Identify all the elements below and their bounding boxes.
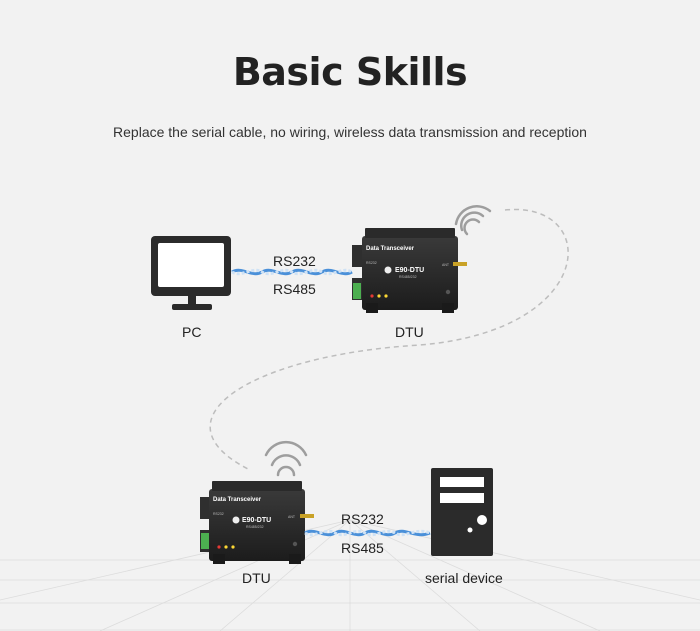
bottom-link-rs485: RS485	[341, 540, 384, 556]
serial-cable-top	[231, 268, 353, 276]
led-power-icon	[370, 294, 374, 298]
top-link-rs485: RS485	[273, 281, 316, 297]
led-rx-icon-bottom	[231, 545, 235, 549]
dtu-top-header: Data Transceiver	[366, 246, 415, 252]
dtu-device-bottom: Data Transceiver RS232 E90-DTU RS485/232…	[200, 481, 314, 564]
dtu-bottom-logo-icon	[232, 516, 240, 524]
dtu-top-port: RS232	[366, 261, 377, 265]
pc-monitor-icon	[151, 236, 231, 310]
led-power-icon-bottom	[217, 545, 221, 549]
dtu-bottom-label: DTU	[242, 570, 271, 586]
top-link-rs232: RS232	[273, 253, 316, 269]
dc-port-icon-bottom	[292, 541, 298, 547]
dtu-top-model-sub: RS485/232	[399, 275, 417, 279]
dtu-device-top: Data Transceiver RS232 E90-DTU RS485/232…	[352, 228, 467, 313]
serial-device-label: serial device	[425, 570, 503, 586]
dtu-bottom-model-sub: RS485/232	[246, 525, 264, 529]
dtu-bottom-ant: ANT	[288, 515, 296, 519]
wifi-signal-icon-top	[454, 205, 492, 236]
led-rx-icon	[384, 294, 388, 298]
dtu-bottom-header: Data Transceiver	[213, 497, 262, 503]
bottom-link-rs232: RS232	[341, 511, 384, 527]
led-tx-icon-bottom	[224, 545, 228, 549]
serial-device-icon	[431, 468, 493, 556]
page-subtitle: Replace the serial cable, no wiring, wir…	[113, 124, 587, 140]
dtu-bottom-port: RS232	[213, 512, 224, 516]
dtu-top-logo-icon	[384, 266, 392, 274]
dtu-top-label: DTU	[395, 324, 424, 340]
page-title: Basic Skills	[232, 50, 468, 94]
pc-label: PC	[182, 324, 202, 340]
dc-port-icon	[445, 289, 451, 295]
floor-grid	[0, 519, 700, 631]
serial-cable-bottom	[304, 529, 431, 537]
wireless-link-path	[209, 208, 569, 471]
led-tx-icon	[377, 294, 381, 298]
dtu-bottom-model: E90-DTU	[242, 517, 271, 524]
dtu-top-model: E90-DTU	[395, 267, 424, 274]
dtu-top-ant: ANT	[442, 263, 450, 267]
wifi-signal-icon-bottom	[264, 440, 308, 477]
